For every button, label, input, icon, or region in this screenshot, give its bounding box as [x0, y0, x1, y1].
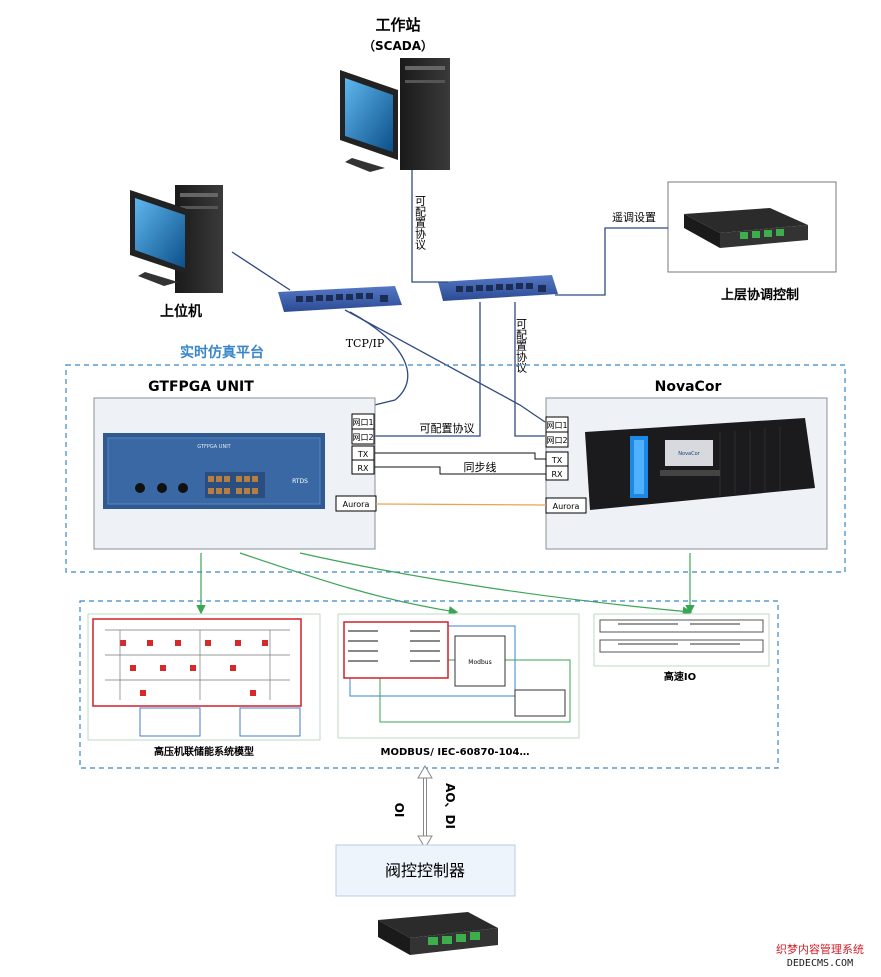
network-links: [231, 170, 668, 437]
novacor-port-aurora: Aurora: [553, 502, 580, 511]
novacor-port-rx: RX: [551, 470, 563, 479]
watermark-line1: 织梦内容管理系统: [776, 942, 864, 956]
link-label-remote-set: 遥调设置: [612, 211, 656, 224]
valve-controller-label: 阀控控制器: [385, 861, 465, 880]
gtfpga-device: GTFPGA UNIT RTDS: [103, 433, 325, 509]
valve-controller-box: [335, 844, 516, 897]
aurora-link: [375, 503, 547, 506]
novacor-port-eth1: 网口1: [546, 421, 567, 430]
svg-text:GTFPGA UNIT: GTFPGA UNIT: [197, 444, 231, 450]
novacor-port-tx: TX: [551, 456, 563, 465]
sync-links: [375, 452, 546, 475]
gtfpga-ports: 网口1 网口2 TX RX Aurora: [335, 413, 377, 512]
hv-storage-label: 高压机联储能系统模型: [154, 745, 254, 758]
gtfpga-port-rx: RX: [357, 464, 369, 473]
highspeed-io-model: [593, 613, 770, 667]
svg-text:Modbus: Modbus: [468, 659, 491, 666]
valve-controller-device: [378, 912, 498, 955]
workstation-computer: [340, 58, 450, 172]
novacor-ports: 网口1 网口2 TX RX Aurora: [545, 416, 587, 514]
svg-text:NovaCor: NovaCor: [678, 451, 700, 457]
novacor-device: NovaCor: [585, 418, 815, 510]
network-switch-left: [278, 286, 402, 312]
watermark-line2: DEDECMS.COM: [787, 958, 853, 969]
gtfpga-title: GTFPGA UNIT: [148, 379, 254, 395]
upper-control-device: [684, 208, 808, 248]
modbus-model: Modbus: [337, 613, 580, 739]
gtfpga-port-tx: TX: [357, 450, 369, 459]
hv-storage-model: [87, 613, 321, 741]
link-label-sync: 同步线: [464, 460, 497, 474]
host-pc-label: 上位机: [160, 303, 202, 320]
highspeed-io-label: 高速IO: [664, 670, 696, 683]
link-label-protocol-2: 可配置协议: [515, 318, 528, 374]
gtfpga-port-eth1: 网口1: [352, 418, 373, 427]
link-label-protocol-3: 可配置协议: [420, 421, 475, 435]
gtfpga-port-aurora: Aurora: [343, 500, 370, 509]
io-label-left: IO: [393, 803, 407, 818]
io-double-arrow: [417, 765, 433, 849]
novacor-title: NovaCor: [655, 379, 722, 395]
gtfpga-port-eth2: 网口2: [352, 433, 373, 442]
svg-text:RTDS: RTDS: [292, 478, 308, 485]
link-label-protocol-1: 可配置协议: [414, 195, 427, 251]
io-label-right: AO、DI: [443, 783, 457, 829]
platform-frame: [65, 364, 846, 573]
workstation-subtitle: （SCADA）: [363, 38, 433, 53]
host-pc-computer: [130, 185, 223, 293]
network-switch-right: [438, 275, 558, 301]
upper-control-label: 上层协调控制: [721, 287, 799, 303]
model-arrows: [196, 552, 695, 617]
modbus-label: MODBUS/ IEC-60870-104…: [381, 747, 530, 758]
workstation-title: 工作站: [375, 16, 420, 34]
novacor-port-eth2: 网口2: [546, 436, 567, 445]
platform-title: 实时仿真平台: [180, 344, 264, 361]
link-label-tcp-ip: TCP/IP: [346, 337, 385, 350]
